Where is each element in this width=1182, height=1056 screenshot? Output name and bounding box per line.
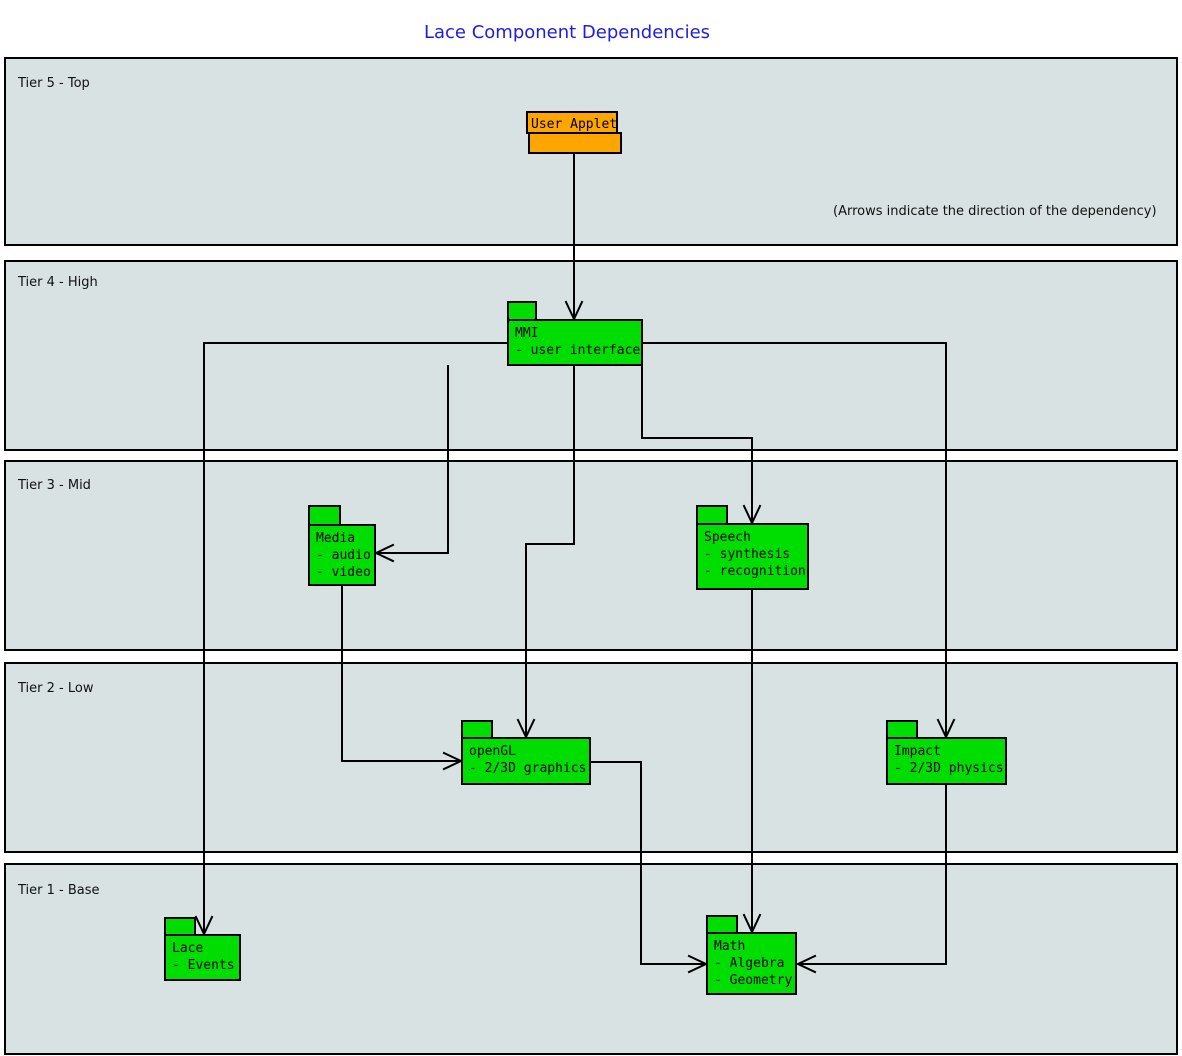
math-title: Math <box>714 939 745 954</box>
component-user-applet: User Applet <box>526 111 622 154</box>
impact-title: Impact <box>894 744 941 759</box>
tier-4-rect <box>4 260 1178 451</box>
edge-mmi-lace <box>203 342 508 933</box>
edge-mmi-impact <box>642 342 947 736</box>
tier-3-rect <box>4 460 1178 651</box>
component-lace: Lace - Events <box>164 917 241 981</box>
user-applet-body <box>528 132 622 154</box>
media-tab <box>308 505 341 526</box>
tier-1-label: Tier 1 - Base <box>17 883 100 898</box>
opengl-line-1: - 2/3D graphics <box>469 761 586 776</box>
edge-opengl-math <box>590 761 705 965</box>
impact-line-1: - 2/3D physics <box>894 761 1004 776</box>
component-impact: Impact - 2/3D physics <box>886 720 1007 785</box>
speech-body <box>696 523 809 590</box>
edge-impact-math <box>799 784 947 965</box>
edge-mmi-media <box>377 365 449 554</box>
tier-4-label: Tier 4 - High <box>17 275 98 290</box>
speech-tab <box>696 505 728 525</box>
impact-tab <box>886 720 918 739</box>
media-body <box>308 524 376 586</box>
media-line-1: - audio <box>316 548 371 563</box>
opengl-body <box>461 737 591 785</box>
math-line-1: - Algebra <box>714 956 784 971</box>
arrowhead-impact-math <box>795 954 817 974</box>
lace-tab <box>164 917 196 936</box>
speech-line-1: - synthesis <box>704 547 790 562</box>
lace-line-1: - Events <box>172 958 235 973</box>
mmi-body <box>507 319 643 366</box>
mmi-tab <box>507 301 537 321</box>
component-math: Math - Algebra - Geometry <box>706 915 797 995</box>
arrow-direction-note: (Arrows indicate the direction of the de… <box>833 204 1157 219</box>
lace-title: Lace <box>172 941 203 956</box>
tier-3-label: Tier 3 - Mid <box>17 478 91 493</box>
tier-3-band: Tier 3 - Mid <box>4 460 1178 651</box>
math-body <box>706 932 797 995</box>
tier-5-label: Tier 5 - Top <box>17 76 90 91</box>
page-title: Lace Component Dependencies <box>424 22 710 43</box>
component-media: Media - audio - video <box>308 505 376 586</box>
mmi-line-1: - user interface <box>515 343 640 358</box>
math-line-2: - Geometry <box>714 973 792 988</box>
component-mmi: MMI - user interface <box>507 301 643 366</box>
tier-2-label: Tier 2 - Low <box>17 681 94 696</box>
edge-mmi-speech <box>641 365 753 522</box>
math-tab <box>706 915 738 934</box>
edge-media-opengl <box>341 585 460 762</box>
media-line-2: - video <box>316 565 371 580</box>
speech-title: Speech <box>704 530 751 545</box>
component-opengl: openGL - 2/3D graphics <box>461 720 591 785</box>
lace-body <box>164 934 241 981</box>
speech-line-2: - recognition <box>704 564 806 579</box>
user-applet-title: User Applet <box>531 117 617 132</box>
tier-1-band: Tier 1 - Base <box>4 863 1178 1055</box>
opengl-title: openGL <box>469 744 516 759</box>
impact-body <box>886 737 1007 785</box>
tier-1-rect <box>4 863 1178 1055</box>
opengl-tab <box>461 720 493 739</box>
component-speech: Speech - synthesis - recognition <box>696 505 809 590</box>
edge-mmi-opengl <box>525 365 575 736</box>
edges <box>194 153 956 974</box>
mmi-title: MMI <box>515 326 538 341</box>
tier-4-band: Tier 4 - High <box>4 260 1178 451</box>
media-title: Media <box>316 531 355 546</box>
